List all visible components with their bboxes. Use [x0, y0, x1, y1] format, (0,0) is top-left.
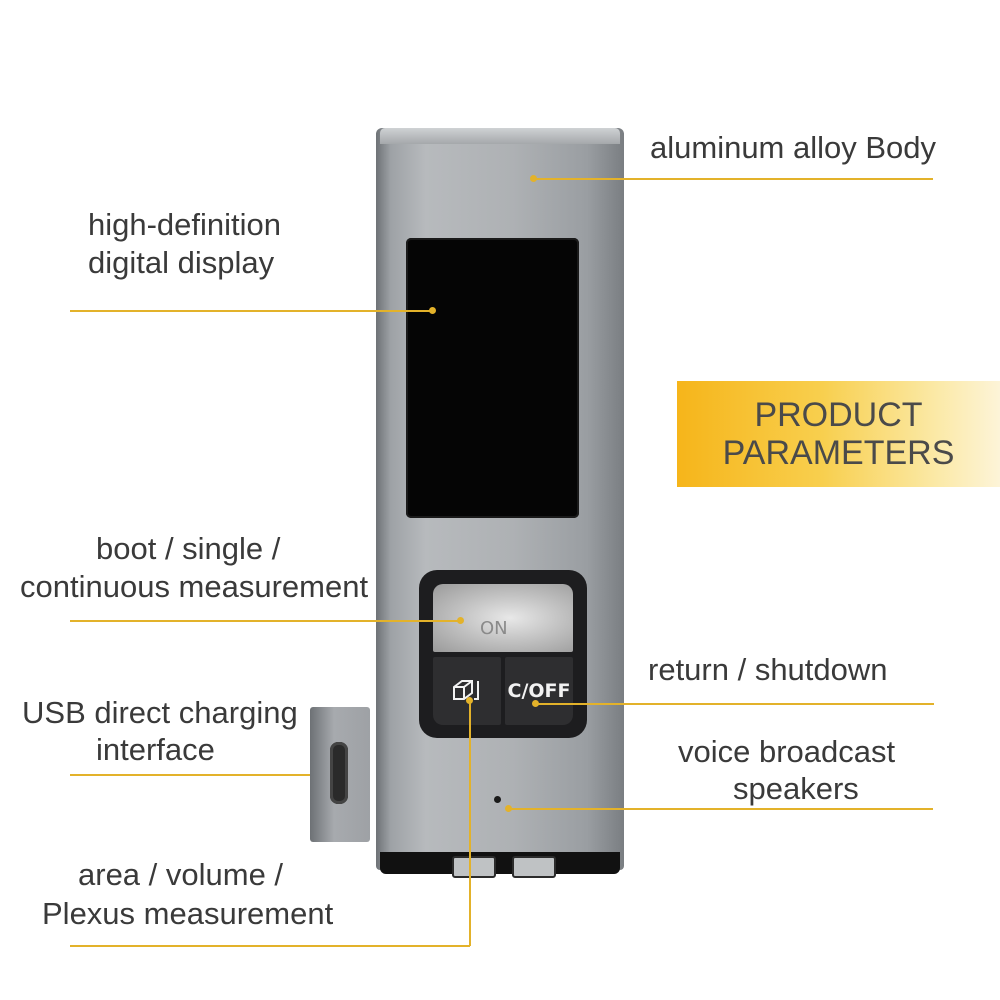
label-speaker: voice broadcast [678, 734, 896, 769]
label-area-volume-2: Plexus measurement [42, 896, 334, 931]
callout-vline-area [469, 700, 471, 946]
label-aluminum-body: aluminum alloy Body [650, 130, 937, 165]
label-area-volume: area / volume / [78, 857, 284, 892]
label-measurement: boot / single / [96, 531, 281, 566]
callout-line-return [536, 703, 934, 705]
usb-port [330, 742, 348, 804]
label-return: return / shutdown [648, 652, 888, 687]
callout-dot-measurement [457, 617, 464, 624]
product-parameters-banner: PRODUCT PARAMETERS [677, 381, 1000, 487]
label-display: high-definition digital display [88, 207, 282, 280]
callout-line-measurement [70, 620, 462, 622]
label-usb: USB direct charging [22, 695, 298, 730]
device-top-edge [380, 128, 620, 144]
callout-line-area [70, 945, 470, 947]
c-off-button: C/OFF [505, 657, 573, 725]
callout-line-body [533, 178, 933, 180]
label-speaker-2: speakers [733, 771, 859, 806]
on-button-label: ON [480, 618, 508, 639]
label-usb-2: interface [96, 732, 215, 767]
callout-dot-body [530, 175, 537, 182]
callout-line-display [70, 310, 435, 312]
callout-dot-speaker [505, 805, 512, 812]
callout-dot-return [532, 700, 539, 707]
on-button [433, 584, 573, 652]
callout-line-usb [70, 774, 310, 776]
device-bottom-cap [380, 852, 620, 874]
speaker-hole [494, 796, 501, 803]
laser-window-left [452, 856, 496, 878]
callout-dot-area [466, 697, 473, 704]
area-volume-icon [453, 680, 479, 700]
laser-window-right [512, 856, 556, 878]
banner-line-1: PRODUCT [754, 396, 923, 434]
area-volume-button [433, 657, 501, 725]
callout-dot-display [429, 307, 436, 314]
banner-line-2: PARAMETERS [722, 434, 955, 472]
callout-line-speaker [508, 808, 933, 810]
label-measurement-2: continuous measurement [20, 569, 369, 604]
device-screen [406, 238, 579, 518]
